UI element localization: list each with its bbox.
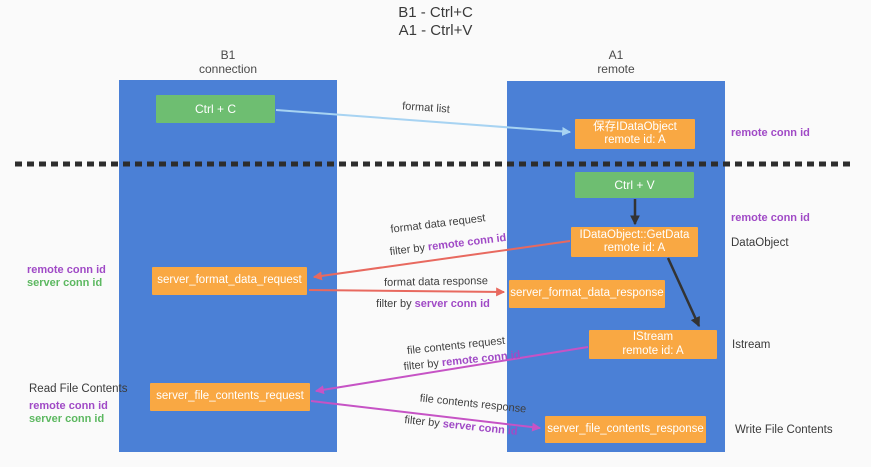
getdata-line2: remote id: A bbox=[603, 242, 666, 254]
remote-conn-id-label: remote conn id bbox=[731, 127, 810, 139]
server-conn-id-key: server conn id bbox=[414, 298, 490, 310]
remote-conn-id-label: remote conn id bbox=[731, 212, 810, 224]
node-idataobject-getdata: IDataObject::GetData remote id: A bbox=[571, 227, 698, 257]
lane-a1-name: A1 bbox=[608, 48, 624, 62]
arrow-format-data-response bbox=[308, 287, 506, 297]
node-server-format-data-request: server_format_data_request bbox=[152, 267, 307, 295]
write-file-contents-text: Write File Contents bbox=[735, 424, 833, 436]
istream-line1: IStream bbox=[632, 331, 674, 343]
edge-label-format-list: format list bbox=[402, 100, 450, 115]
right-mid-remote-conn-id: remote conn id bbox=[731, 212, 810, 224]
format-list-text: format list bbox=[401, 100, 451, 116]
save-idataobject-line1: 保存IDataObject bbox=[593, 120, 677, 133]
server-file-contents-response-label: server_file_contents_response bbox=[547, 422, 704, 435]
title-line-1: B1 - Ctrl+C bbox=[398, 4, 473, 21]
format-data-response-text: format data response bbox=[383, 275, 489, 289]
edge-label-filter-server-format: filter by server conn id bbox=[376, 298, 490, 310]
right-dataobject-label: DataObject bbox=[731, 237, 789, 249]
server-conn-id-label: server conn id bbox=[29, 413, 105, 425]
right-write-file-contents-label: Write File Contents bbox=[735, 424, 833, 436]
ctrl-c-label: Ctrl + C bbox=[194, 102, 236, 116]
lane-b1-role: connection bbox=[198, 62, 258, 76]
read-file-contents-label: Read File Contents bbox=[29, 383, 128, 395]
istream-line2: remote id: A bbox=[622, 344, 684, 357]
filter-by-text: filter by bbox=[389, 241, 429, 259]
left-bottom-labels: Read File Contents remote conn id server… bbox=[29, 383, 127, 426]
node-istream: IStream remote id: A bbox=[589, 330, 717, 359]
lane-b1-name: B1 bbox=[220, 48, 236, 62]
lane-header-b1: B1 connection bbox=[119, 48, 337, 76]
lane-header-a1: A1 remote bbox=[507, 48, 725, 76]
title-line-2: A1 - Ctrl+V bbox=[398, 22, 473, 39]
server-conn-id-label: server conn id bbox=[27, 277, 103, 289]
remote-conn-id-label: remote conn id bbox=[29, 400, 108, 412]
remote-conn-id-label: remote conn id bbox=[27, 264, 106, 276]
filter-by-text: filter by bbox=[376, 298, 415, 310]
server-format-data-response-label: server_format_data_response bbox=[510, 287, 664, 300]
edge-label-filter-server-file: filter by server conn id bbox=[404, 414, 518, 438]
filter-by-text: filter by bbox=[403, 414, 444, 431]
node-server-file-contents-request: server_file_contents_request bbox=[150, 383, 310, 411]
remote-conn-id-key: remote conn id bbox=[427, 231, 507, 254]
node-ctrl-v: Ctrl + V bbox=[575, 172, 694, 198]
page-title: B1 - Ctrl+C A1 - Ctrl+V bbox=[0, 4, 871, 40]
node-server-format-data-response: server_format_data_response bbox=[509, 280, 665, 308]
right-istream-label: Istream bbox=[732, 339, 770, 351]
node-save-idataobject: 保存IDataObject remote id: A bbox=[575, 119, 695, 149]
node-ctrl-c: Ctrl + C bbox=[156, 95, 275, 123]
edge-label-format-data-request: format data request bbox=[390, 212, 486, 236]
server-format-data-request-label: server_format_data_request bbox=[157, 274, 302, 287]
save-idataobject-line2: remote id: A bbox=[604, 134, 666, 146]
left-mid-conn-ids: remote conn id server conn id bbox=[27, 264, 106, 290]
lane-a1-role: remote bbox=[597, 62, 635, 76]
edge-label-filter-remote-format: filter by remote conn id bbox=[389, 232, 507, 258]
istream-text: Istream bbox=[732, 339, 771, 351]
node-server-file-contents-response: server_file_contents_response bbox=[545, 416, 706, 443]
dataobject-text: DataObject bbox=[731, 237, 789, 249]
right-top-remote-conn-id: remote conn id bbox=[731, 127, 810, 139]
filter-by-text: filter by bbox=[403, 357, 443, 374]
ctrl-v-label: Ctrl + V bbox=[614, 178, 655, 192]
format-data-request-text: format data request bbox=[389, 212, 487, 236]
getdata-line1: IDataObject::GetData bbox=[579, 228, 690, 241]
edge-label-format-data-response: format data response bbox=[384, 275, 488, 289]
server-file-contents-request-label: server_file_contents_request bbox=[156, 390, 304, 403]
